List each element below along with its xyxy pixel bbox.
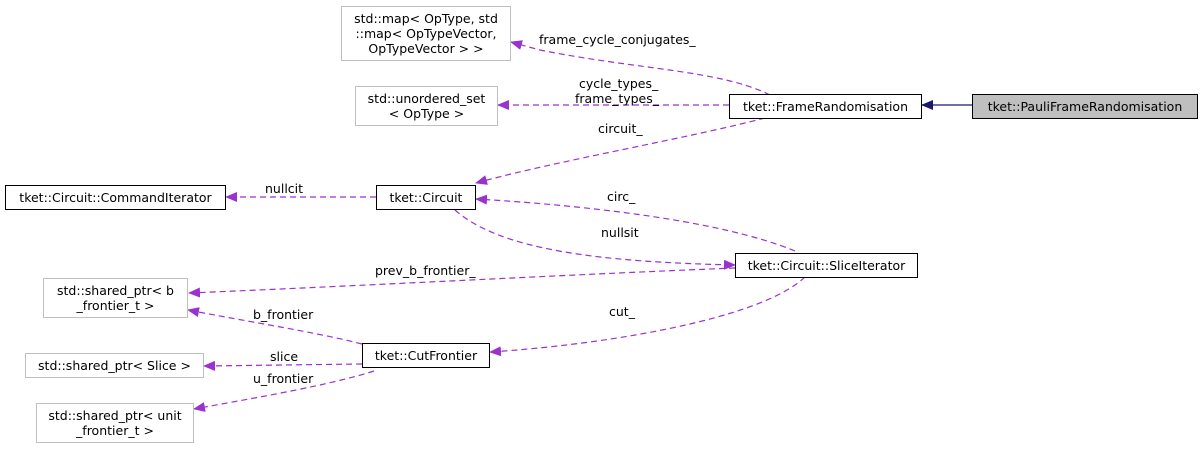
edge-prev-b-frontier <box>188 267 736 298</box>
edge-label-b-frontier: b_frontier <box>253 307 314 322</box>
node-label-line: < OpType > <box>388 106 465 121</box>
node-std-unordered-set[interactable]: std::unordered_set < OpType > <box>355 86 498 126</box>
edge-label-cycle-types: cycle_types_ <box>579 76 659 91</box>
edge-label-cut: cut_ <box>609 304 635 319</box>
node-std-map[interactable]: std::map< OpType, std ::map< OpTypeVecto… <box>341 6 511 61</box>
edge-label-frame-types: frame_types_ <box>575 91 660 106</box>
edge-label-slice: slice <box>270 349 299 364</box>
node-label-line: _frontier_t > <box>76 298 155 313</box>
edge-label-u-frontier: u_frontier <box>253 371 314 386</box>
node-label: tket::CutFrontier <box>374 348 478 363</box>
node-label-line: ::map< OpTypeVector, <box>355 26 497 41</box>
node-command-iterator[interactable]: tket::Circuit::CommandIterator <box>5 185 226 210</box>
edge-nullsit <box>454 209 736 270</box>
node-slice-iterator[interactable]: tket::Circuit::SliceIterator <box>735 253 918 278</box>
node-circuit[interactable]: tket::Circuit <box>376 185 476 210</box>
edge-frame-cycle-conjugates <box>510 40 771 96</box>
node-shared-ptr-slice[interactable]: std::shared_ptr< Slice > <box>25 353 204 378</box>
node-shared-ptr-unit-frontier[interactable]: std::shared_ptr< unit _frontier_t > <box>36 403 194 443</box>
node-shared-ptr-b-frontier[interactable]: std::shared_ptr< b _frontier_t > <box>43 278 188 318</box>
node-label-line: std::map< OpType, std <box>354 11 498 26</box>
node-label-line: OpTypeVector > > <box>368 41 484 56</box>
node-label: tket::FrameRandomisation <box>743 99 908 114</box>
node-label: tket::Circuit::CommandIterator <box>19 190 212 205</box>
edge-label-circ: circ_ <box>607 189 636 204</box>
node-pauli-frame-randomisation[interactable]: tket::PauliFrameRandomisation <box>972 94 1198 119</box>
node-label: tket::Circuit <box>389 190 463 205</box>
node-label: std::shared_ptr< Slice > <box>38 358 191 373</box>
edge-label-frame-cycle-conjugates: frame_cycle_conjugates_ <box>539 32 696 47</box>
edge-label-prev-b-frontier: prev_b_frontier_ <box>375 263 476 278</box>
node-frame-randomisation[interactable]: tket::FrameRandomisation <box>729 94 922 119</box>
node-label-line: std::unordered_set <box>367 91 486 106</box>
node-label: tket::PauliFrameRandomisation <box>987 99 1183 114</box>
node-label: tket::Circuit::SliceIterator <box>747 258 906 273</box>
node-label-line: _frontier_t > <box>76 423 154 438</box>
edge-label-circuit: circuit_ <box>598 121 643 136</box>
node-label-line: std::shared_ptr< b <box>57 283 174 298</box>
node-cut-frontier[interactable]: tket::CutFrontier <box>362 343 490 368</box>
edge-slice <box>203 360 363 371</box>
edge-b-frontier <box>187 307 363 345</box>
edge-circuit <box>475 117 766 185</box>
node-label-line: std::shared_ptr< unit <box>48 408 182 423</box>
edge-label-nullcit: nullcit <box>265 181 304 196</box>
edge-label-nullsit: nullsit <box>601 225 639 240</box>
edge-circ <box>475 194 796 252</box>
edge-cut <box>489 276 806 357</box>
edge-u-frontier <box>193 370 375 412</box>
